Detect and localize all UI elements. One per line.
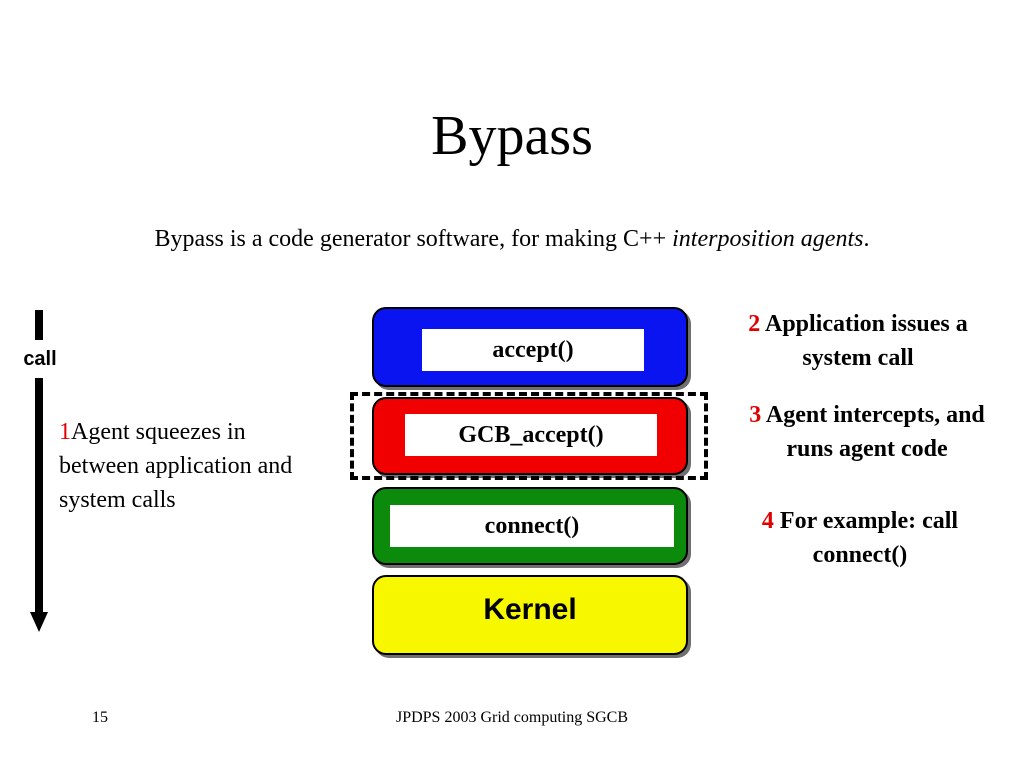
accept-call-label: accept() [422,329,644,371]
agent-dashed-outline [350,392,708,480]
slide-title: Bypass [431,105,593,167]
right-note-2: 2 Application issues a system call [720,307,996,375]
kernel-label: Kernel [483,593,577,626]
subtitle-prefix: Bypass is a code generator software, for… [154,226,673,252]
footer-text: JPDPS 2003 Grid computing SGCB [395,709,629,726]
call-arrow-shaft [35,378,43,616]
right-note-3-number: 3 [749,402,762,428]
right-note-3-text: Agent intercepts, and runs agent code [765,402,985,462]
left-note-text: Agent squeezes in between application an… [59,419,293,513]
right-note-3: 3 Agent intercepts, and runs agent code [734,398,1000,466]
right-note-4-text: For example: call connect() [779,508,959,568]
call-label: call [23,348,57,370]
subtitle-italic: interposition agents [672,226,864,252]
subtitle: Bypass is a code generator software, for… [0,222,1024,256]
left-note: 1Agent squeezes in between application a… [59,415,309,517]
right-note-2-number: 2 [748,311,761,337]
gcb-accept-call-label: GCB_accept() [405,414,657,456]
call-arrow-tail [35,310,43,340]
right-note-4-number: 4 [761,508,774,534]
right-note-2-text: Application issues a system call [764,311,968,371]
right-note-4: 4 For example: call connect() [744,504,976,572]
left-note-number: 1 [59,419,71,445]
kernel-layer [372,575,688,655]
page-number: 15 [92,709,108,726]
connect-call-label: connect() [390,505,674,547]
down-arrow-icon [30,612,48,632]
subtitle-suffix: . [863,226,870,252]
